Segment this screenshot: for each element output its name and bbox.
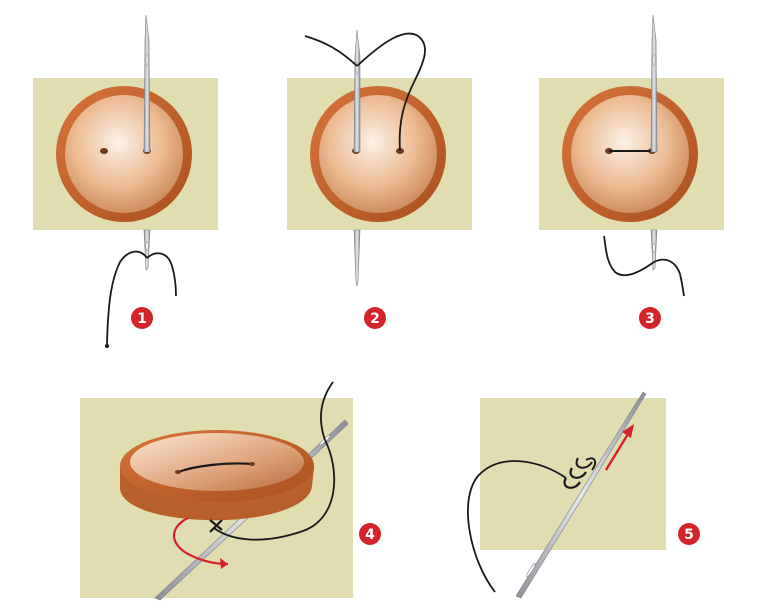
step-number-2: 2: [370, 311, 380, 327]
needle-icon: [515, 391, 647, 599]
thread-wraps: [563, 457, 597, 489]
needle-icon: [143, 14, 151, 153]
needle-icon: [143, 229, 151, 271]
step-number-3: 3: [645, 311, 655, 327]
button-icon: [562, 86, 698, 222]
step-badge-4: 4: [359, 523, 381, 545]
step-4: 4: [80, 381, 381, 601]
needle-icon: [353, 29, 361, 153]
button-icon: [119, 430, 315, 521]
thread-icon: [106, 250, 148, 346]
needle-icon: [650, 229, 658, 271]
needle-icon: [650, 14, 658, 153]
step-3: 3: [539, 14, 724, 329]
step-badge-5: 5: [678, 523, 700, 545]
step-badge-3: 3: [639, 307, 661, 329]
thread-icon: [320, 381, 334, 441]
thread-icon: [467, 460, 567, 593]
step-number-4: 4: [365, 527, 375, 543]
step-number-5: 5: [684, 527, 694, 543]
needle-icon: [353, 229, 361, 287]
step-5: 5: [467, 391, 700, 599]
button-icon: [56, 86, 192, 222]
arrow-icon: [604, 424, 634, 471]
step-1: 1: [33, 14, 218, 348]
step-2: 2: [287, 29, 472, 329]
fabric-swatch: [480, 398, 666, 550]
button-icon: [310, 86, 446, 222]
thread-icon: [603, 235, 655, 277]
step-number-1: 1: [137, 311, 147, 327]
thread-icon: [356, 32, 426, 151]
arrow-icon: [172, 517, 229, 569]
step-badge-1: 1: [131, 307, 153, 329]
step-badge-2: 2: [364, 307, 386, 329]
